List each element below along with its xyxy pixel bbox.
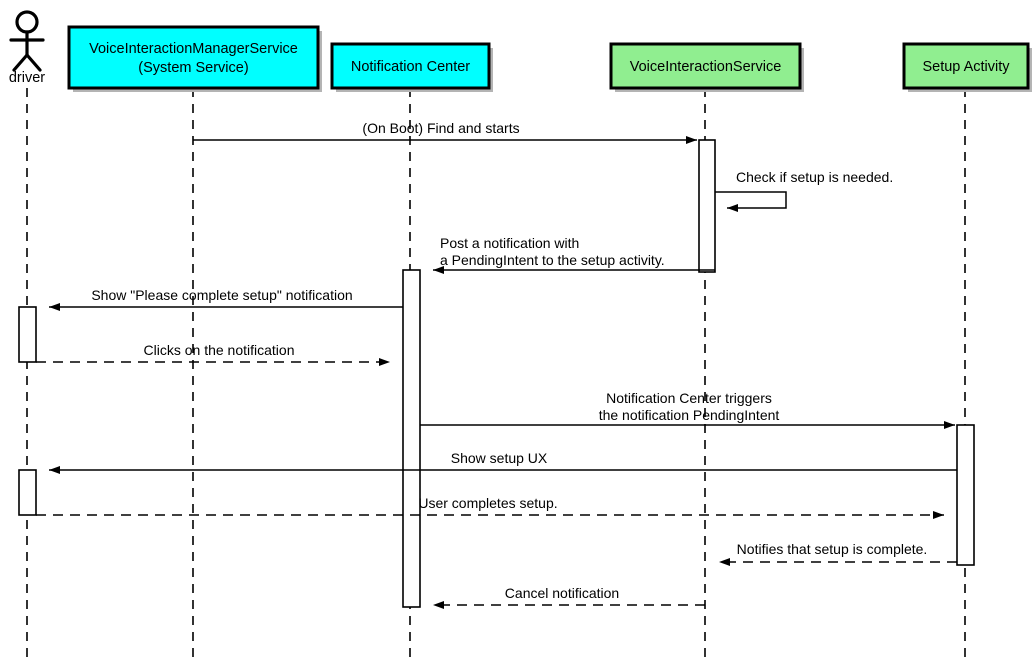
participant-vims-label-line2: (System Service) xyxy=(138,60,248,76)
message-show-setup-ux[interactable]: Show setup UX xyxy=(49,450,957,474)
participant-setup-activity[interactable]: Setup Activity xyxy=(902,42,1032,92)
participant-voiceinteractionservice[interactable]: VoiceInteractionService xyxy=(609,42,804,92)
participant-vims-box[interactable] xyxy=(67,25,320,90)
message-notification-center-triggers-pendingintent[interactable]: Notification Center triggers the notific… xyxy=(420,390,955,429)
participant-notification-center-box[interactable] xyxy=(330,42,491,90)
actor-left-leg-icon xyxy=(12,53,29,72)
message-on-boot-find-and-starts[interactable]: (On Boot) Find and starts xyxy=(193,120,697,144)
message-arrow-m2-self xyxy=(715,191,787,212)
participant-setup-activity-label: Setup Activity xyxy=(922,59,1010,75)
participant-voiceinteractionservice-label: VoiceInteractionService xyxy=(630,59,782,75)
message-clicks-on-the-notification[interactable]: Clicks on the notification xyxy=(36,342,390,366)
actor-label-driver: driver xyxy=(9,70,45,86)
message-label-m3-line2: a PendingIntent to the setup activity. xyxy=(440,252,665,268)
participant-setup-activity-box[interactable] xyxy=(902,42,1030,90)
message-label-m3-line1: Post a notification with xyxy=(440,235,579,251)
message-notifies-that-setup-is-complete[interactable]: Notifies that setup is complete. xyxy=(719,541,957,566)
message-label-m8: User completes setup. xyxy=(418,495,557,511)
participant-notification-center[interactable]: Notification Center xyxy=(330,42,493,92)
message-user-completes-setup[interactable]: User completes setup. xyxy=(36,495,944,519)
actor-head-icon xyxy=(15,10,39,34)
message-label-m9: Notifies that setup is complete. xyxy=(737,541,928,557)
activation-bar-setup-activity-1 xyxy=(956,424,975,566)
message-label-m7: Show setup UX xyxy=(451,450,548,466)
actor-right-leg-icon xyxy=(25,53,42,72)
message-show-please-complete-setup-notification[interactable]: Show "Please complete setup" notificatio… xyxy=(49,287,403,311)
message-label-m6-line2: the notification PendingIntent xyxy=(599,407,780,423)
activation-bar-voiceinteractionservice-1 xyxy=(698,139,716,273)
participant-notification-center-label: Notification Center xyxy=(351,59,470,75)
activation-bar-driver-2 xyxy=(18,469,37,516)
activation-bar-driver-1 xyxy=(18,306,37,363)
message-label-m2: Check if setup is needed. xyxy=(736,169,893,185)
participant-vims-label-line1: VoiceInteractionManagerService xyxy=(89,41,298,57)
message-cancel-notification[interactable]: Cancel notification xyxy=(433,585,705,609)
message-label-m1: (On Boot) Find and starts xyxy=(362,120,519,136)
activation-bars-group xyxy=(18,139,975,608)
message-label-m10: Cancel notification xyxy=(505,585,619,601)
message-post-a-notification[interactable]: Post a notification with a PendingIntent… xyxy=(433,235,715,274)
actor-driver[interactable]: driver xyxy=(9,10,45,86)
participant-voiceinteractionservice-box[interactable] xyxy=(609,42,802,90)
activation-bar-notification-center-1 xyxy=(402,269,421,608)
message-check-if-setup-is-needed[interactable]: Check if setup is needed. xyxy=(715,169,893,212)
message-label-m6-line1: Notification Center triggers xyxy=(606,390,772,406)
participant-vims[interactable]: VoiceInteractionManagerService (System S… xyxy=(67,25,322,92)
message-label-m5: Clicks on the notification xyxy=(144,342,295,358)
message-label-m4: Show "Please complete setup" notificatio… xyxy=(91,287,352,303)
